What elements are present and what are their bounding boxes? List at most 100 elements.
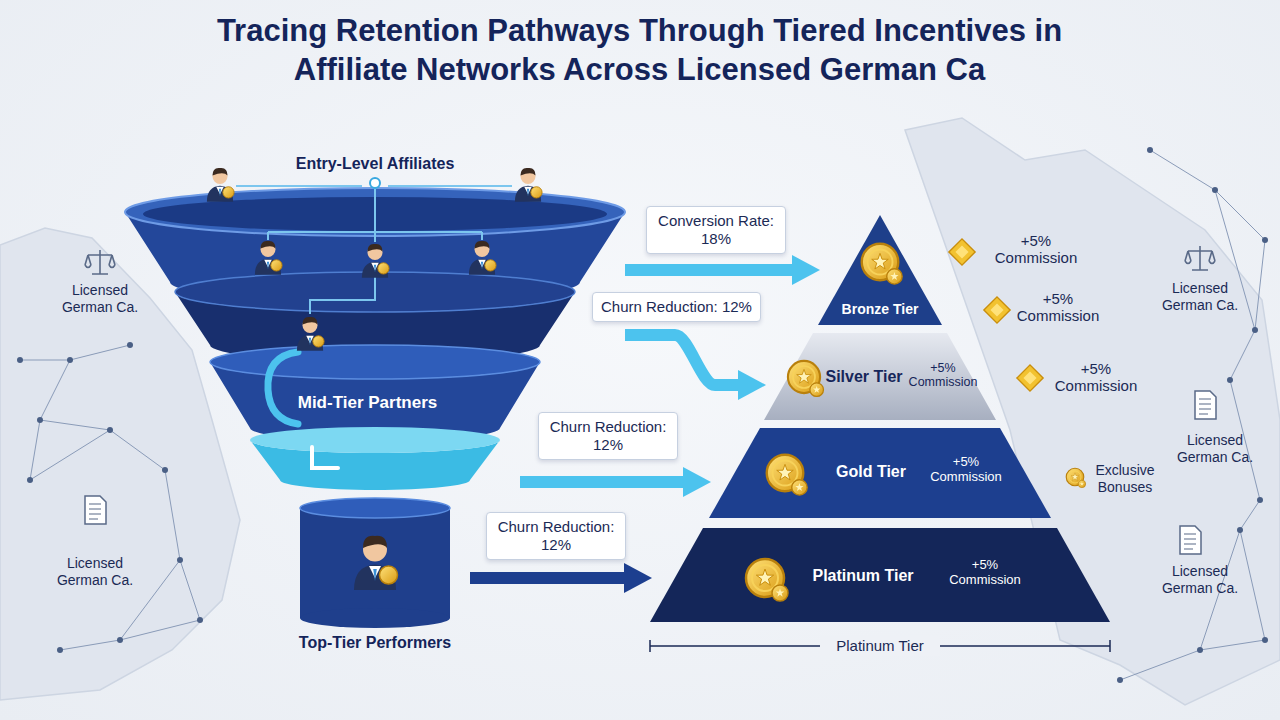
- tier-band: Bronze Tier: [818, 215, 942, 325]
- flow-arrow: [625, 335, 740, 385]
- flow-arrow: [470, 572, 626, 584]
- metric-callout: Churn Reduction: 12%: [538, 412, 678, 460]
- tree-root-dot: [370, 178, 380, 188]
- network-dots: [17, 357, 23, 363]
- flow-arrow: [625, 264, 794, 276]
- node-note: +5% Commission: [924, 455, 1008, 485]
- network-dots: [1262, 237, 1268, 243]
- affiliate-people: [297, 317, 324, 351]
- map-icons: [1195, 391, 1216, 419]
- node-title: Bronze Tier: [818, 301, 942, 318]
- tier-band: Gold Tier+5% Commission: [709, 428, 1051, 518]
- tier-shape: [818, 215, 942, 325]
- network-dots: [197, 617, 203, 623]
- reward-icons: [1017, 365, 1043, 391]
- funnel-base: Top-Tier Performers: [280, 500, 470, 660]
- region-label: Licensed German Ca.: [45, 555, 145, 589]
- funnel: [300, 498, 450, 518]
- tier-coins: [746, 559, 788, 601]
- tier-coins: [788, 361, 824, 397]
- network-dots: [1227, 377, 1233, 383]
- funnel-stage: Entry-Level Affiliates: [125, 150, 625, 345]
- network-dots: [127, 342, 133, 348]
- network-dots: [1117, 677, 1123, 683]
- network-dots: [1262, 637, 1268, 643]
- tier-band: Platinum Tier +5% Commission: [650, 528, 1110, 622]
- funnel: [312, 447, 338, 468]
- map-icons: [1180, 526, 1201, 554]
- bonus-label: Exclusive Bonuses: [1086, 462, 1164, 496]
- node-note: +5% Commission: [940, 558, 1030, 588]
- network-dots: [67, 357, 73, 363]
- node-note: +5% Commission: [906, 361, 980, 390]
- network-lines: [20, 150, 1265, 680]
- funnel: [210, 345, 540, 379]
- affiliate-people: [362, 244, 389, 278]
- network-dots: [57, 647, 63, 653]
- funnel: [143, 197, 607, 231]
- network-dots: [1257, 497, 1263, 503]
- network-dots: [107, 427, 113, 433]
- map-icons: [85, 496, 106, 524]
- region-label: Licensed German Ca.: [1165, 432, 1265, 466]
- affiliate-tree: [268, 188, 482, 314]
- diagram-title: Tracing Retention Pathways Through Tiere…: [182, 12, 1097, 90]
- network-dots: [1237, 527, 1243, 533]
- network-dots: [17, 147, 1268, 683]
- affiliate-people: [207, 168, 234, 202]
- bonus-label: +5% Commission: [988, 232, 1084, 267]
- tier-shape: [709, 428, 1051, 518]
- bonus-label: +5% Commission: [1048, 360, 1144, 395]
- network-dots: [1197, 647, 1203, 653]
- funnel: [175, 272, 575, 312]
- affiliate-people: [255, 241, 282, 275]
- funnel: [125, 188, 625, 628]
- metric-callout: Churn Reduction: 12%: [486, 512, 626, 560]
- reward-icons: [984, 297, 1010, 323]
- network-dots: [27, 477, 33, 483]
- node-title: Entry-Level Affiliates: [125, 154, 625, 173]
- network-dots: [1252, 327, 1258, 333]
- region-label: Licensed German Ca.: [1150, 280, 1250, 314]
- funnel: [250, 440, 500, 490]
- tier-coins: [862, 244, 902, 284]
- flow-arrow: [520, 476, 685, 488]
- funnel-stage: Mid-Tier Partners: [215, 355, 520, 500]
- region-label: Licensed German Ca.: [50, 282, 150, 316]
- network-dots: [1147, 147, 1153, 153]
- node-title: Top-Tier Performers: [280, 633, 470, 652]
- metric-callout: Churn Reduction: 12%: [592, 292, 761, 322]
- axis-label: Platinum Tier: [820, 636, 940, 656]
- metric-callout: Conversion Rate: 18%: [646, 206, 786, 254]
- map-outline: [0, 228, 240, 700]
- map-icons: [85, 250, 115, 274]
- network-dots: [117, 637, 123, 643]
- tier-shape: [650, 528, 1110, 622]
- node-title: Mid-Tier Partners: [215, 393, 520, 413]
- funnel: [175, 292, 575, 362]
- node-title: Platinum Tier: [798, 566, 928, 585]
- funnel: [210, 362, 540, 441]
- affiliate-people: [354, 536, 398, 590]
- funnel: [250, 427, 500, 453]
- affiliate-tree: [236, 185, 512, 187]
- tier-shape: [764, 333, 996, 420]
- map-icons: [1185, 246, 1215, 270]
- network-lines: [1120, 150, 1265, 680]
- node-title: Gold Tier: [821, 462, 921, 481]
- map-outline: [0, 118, 1280, 705]
- funnel: [300, 508, 450, 618]
- reward-icons: [949, 239, 975, 265]
- network-dots: [1212, 187, 1218, 193]
- funnel: [300, 608, 450, 628]
- network-dots: [162, 467, 168, 473]
- node-title: Silver Tier: [822, 367, 906, 386]
- affiliate-people: [515, 168, 542, 202]
- funnel: [268, 352, 298, 424]
- network-dots: [177, 557, 183, 563]
- network-lines: [20, 345, 200, 650]
- network-dots: [37, 417, 43, 423]
- bonus-label: +5% Commission: [1010, 290, 1106, 325]
- affiliate-people: [469, 241, 496, 275]
